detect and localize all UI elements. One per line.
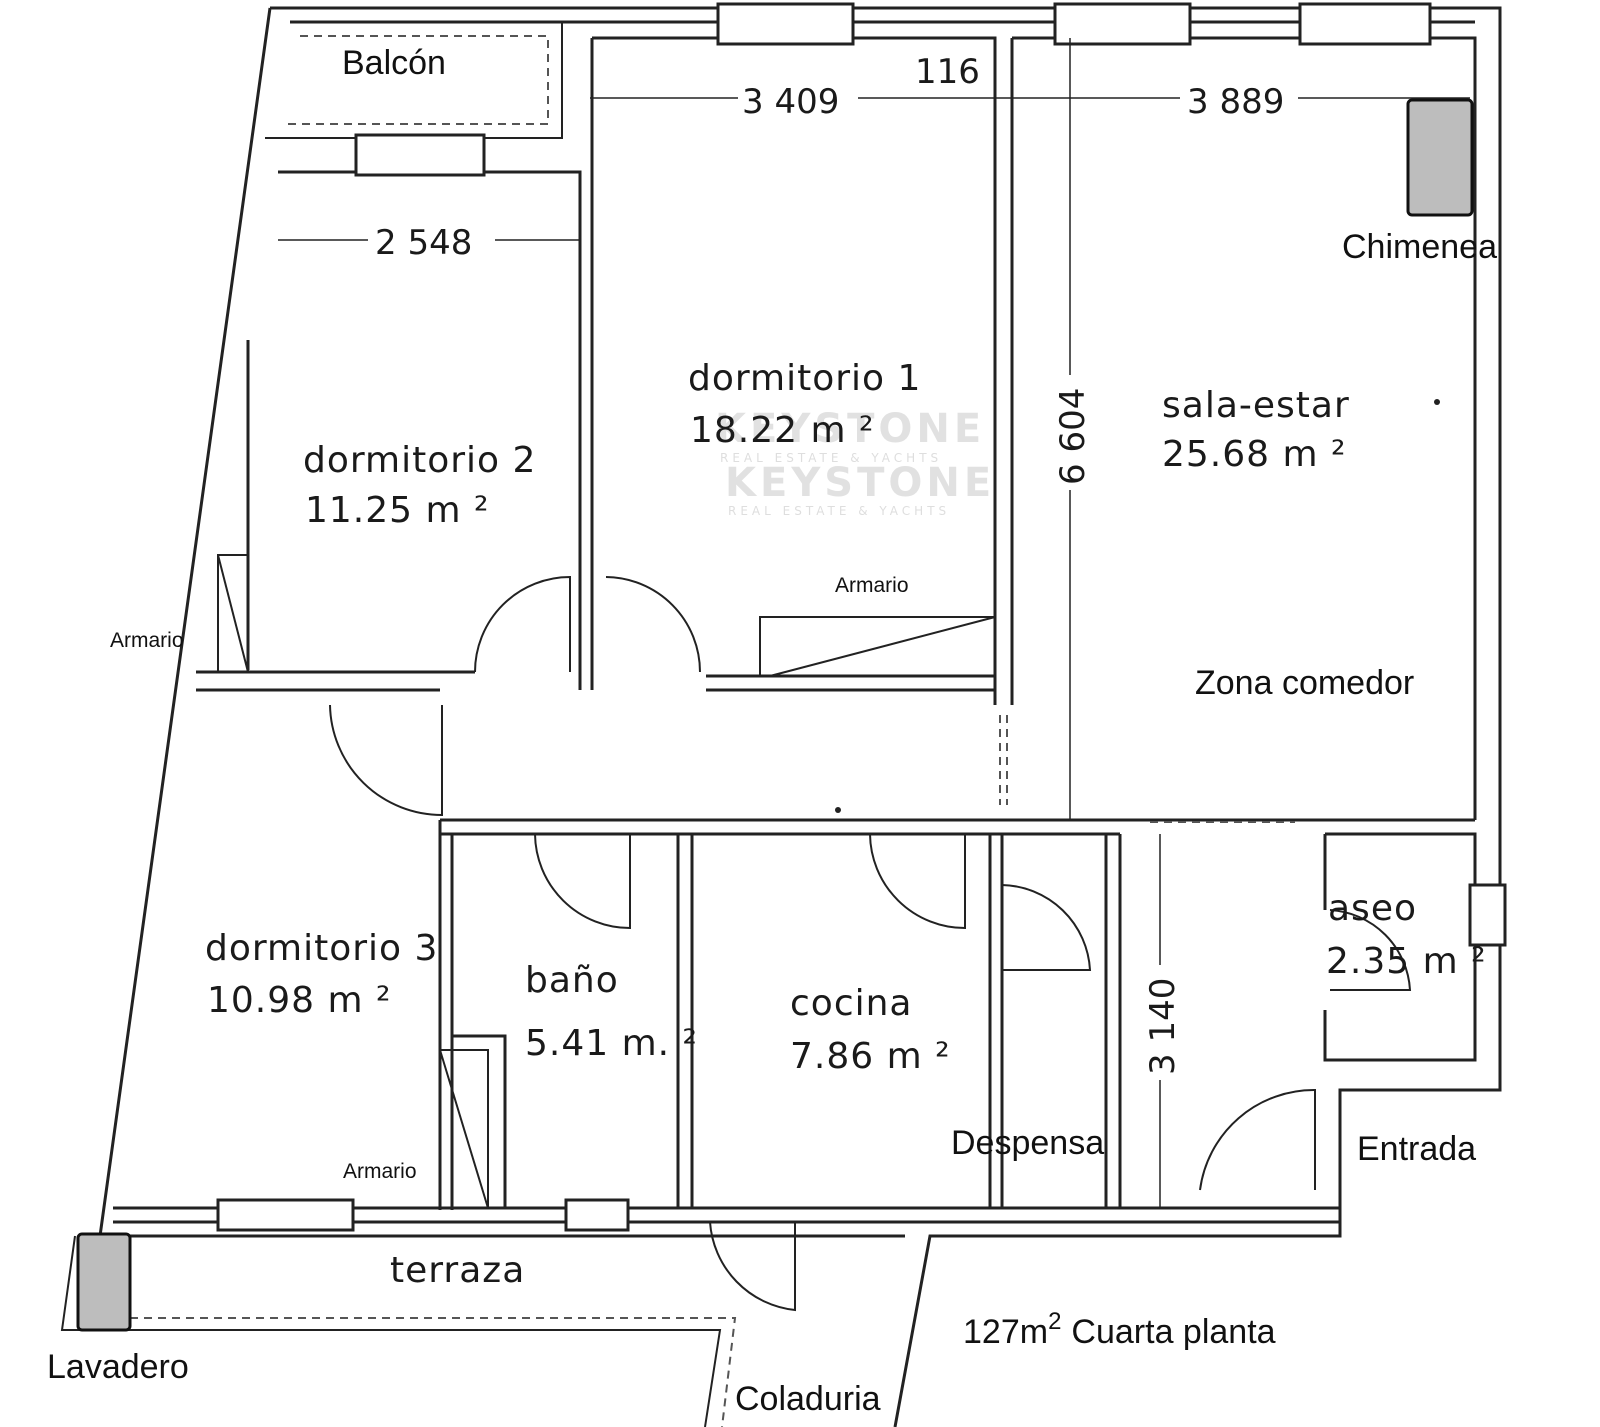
sala-label: sala-estar [1162, 385, 1350, 426]
cocina-label: cocina [790, 983, 913, 1024]
dim-dormitorio2-width: 2 548 [375, 223, 472, 263]
closets [217, 554, 996, 1209]
dim-sala-depth: 6 604 [1053, 388, 1093, 485]
aseo-area: 2.35 m ² [1326, 941, 1487, 982]
chimenea-label: Chimenea [1342, 228, 1497, 266]
watermark-brand-2: KEYSTONE [725, 460, 995, 506]
terraza-label: terraza [390, 1250, 525, 1291]
bano-label: baño [525, 960, 619, 1001]
dormitorio1-area: 18.22 m ² [690, 410, 874, 451]
coladuria-label: Coladuria [735, 1380, 881, 1418]
dim-sala-width: 3 889 [1187, 82, 1284, 122]
floor-summary: 127m2 Cuarta planta [963, 1308, 1276, 1351]
watermark-tagline: REAL ESTATE & YACHTS [720, 451, 942, 465]
dormitorio3-area: 10.98 m ² [207, 980, 391, 1021]
dim-entrada-depth: 3 140 [1143, 978, 1183, 1075]
doors [329, 575, 1412, 1312]
dormitorio2-area: 11.25 m ² [305, 490, 489, 531]
balcon-label: Balcón [342, 44, 446, 82]
marker-dot [1434, 399, 1440, 405]
chimenea-fixture [1406, 98, 1474, 217]
armario-d1-label: Armario [835, 574, 909, 597]
lavadero-label: Lavadero [47, 1348, 189, 1386]
summary-area: 127m [963, 1313, 1048, 1351]
marker-dot [835, 807, 841, 813]
dimension-lines [278, 38, 1470, 1208]
watermark-tagline-2: REAL ESTATE & YACHTS [728, 504, 950, 518]
dormitorio2-label: dormitorio 2 [303, 440, 536, 481]
lavadero-fixture [76, 1232, 132, 1332]
dormitorio1-label: dormitorio 1 [688, 358, 921, 399]
aseo-label: aseo [1328, 888, 1417, 929]
watermark-brand: KEYSTONE [715, 406, 985, 452]
windows [216, 2, 1507, 1232]
summary-superscript: 2 [1048, 1308, 1061, 1335]
watermark: KEYSTONE REAL ESTATE & YACHTS KEYSTONE R… [715, 406, 995, 518]
dim-gap: 116 [915, 52, 980, 92]
cocina-area: 7.86 m ² [790, 1036, 951, 1077]
summary-floor: Cuarta planta [1071, 1313, 1275, 1351]
bano-area: 5.41 m. ² [525, 1023, 698, 1064]
dormitorio3-label: dormitorio 3 [205, 928, 438, 969]
sala-area: 25.68 m ² [1162, 434, 1346, 475]
armario-d2-label: Armario [110, 629, 184, 652]
dim-dormitorio1-width: 3 409 [742, 82, 839, 122]
entrada-label: Entrada [1357, 1130, 1476, 1168]
armario-d3-label: Armario [343, 1160, 417, 1183]
despensa-label: Despensa [951, 1124, 1104, 1162]
comedor-label: Zona comedor [1195, 664, 1414, 702]
